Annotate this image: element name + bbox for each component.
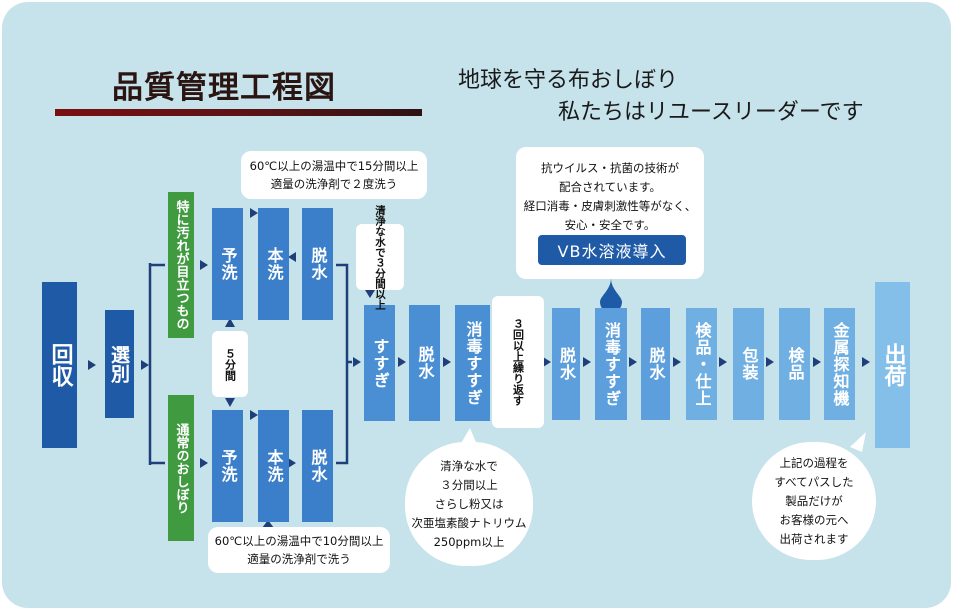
top-step-honarai: 本洗	[258, 208, 289, 320]
title-underline	[55, 109, 422, 116]
slogan-line-1: 地球を守る布おしぼり	[458, 68, 679, 93]
step-kaishu: 回収	[42, 282, 77, 448]
bottom-wash-note: 60℃以上の湯温中で10分間以上 適量の洗浄剤で洗う	[208, 527, 390, 573]
diagram-title: 品質管理工程図	[112, 70, 336, 106]
shipping-note: 上記の過程を すべてパスした 製品だけが お客様の元へ 出荷されます	[752, 442, 876, 560]
step-shodoku-susugi-2: 消毒すすぎ	[595, 308, 627, 420]
slogan-line-2: 私たちはリユースリーダーです	[558, 100, 864, 125]
step-kenpin: 検品	[779, 308, 810, 420]
vb-solution-banner: VB水溶液導入	[538, 235, 686, 265]
susugi-note: 清浄な水で３分間以上	[356, 205, 404, 310]
top-step-dassui: 脱水	[302, 208, 333, 320]
step-dassui-3: 脱水	[641, 308, 670, 420]
step-kinzoku-tanchiki: 金属探知機	[824, 308, 855, 420]
branch-label-heavily-soiled: 特に汚れが目立つもの	[168, 192, 194, 338]
step-senbetsu: 選別	[105, 310, 134, 418]
repeat-note: ３回以上繰り返す	[492, 296, 544, 428]
step-kenpin-shiage: 検品・仕上	[686, 308, 717, 420]
bottom-step-dassui: 脱水	[302, 410, 333, 522]
step-shukka: 出荷	[875, 282, 910, 448]
step-housou: 包装	[733, 308, 764, 420]
bottom-step-yoarai: 予洗	[212, 410, 243, 522]
branch-label-normal: 通常のおしぼり	[168, 395, 194, 541]
step-dassui-2: 脱水	[552, 308, 580, 420]
step-shodoku-susugi-1: 消毒すすぎ	[455, 305, 490, 421]
gap-duration-note: ５分間	[212, 331, 248, 397]
step-susugi: すすぎ	[364, 305, 395, 421]
top-wash-note: 60℃以上の湯温中で15分間以上 適量の洗浄剤で２度洗う	[241, 151, 427, 199]
bottom-step-honarai: 本洗	[258, 410, 289, 522]
top-step-yoarai: 予洗	[212, 208, 243, 320]
antivirus-note: 抗ウイルス・抗菌の技術が 配合されています。 経口消毒・皮膚刺激性等がなく、 安…	[516, 147, 704, 279]
disinfect-note: 清浄な水で ３分間以上 さらし粉又は 次亜塩素酸ナトリウム 250ppm以上	[405, 442, 533, 566]
step-dassui-1: 脱水	[409, 305, 440, 421]
